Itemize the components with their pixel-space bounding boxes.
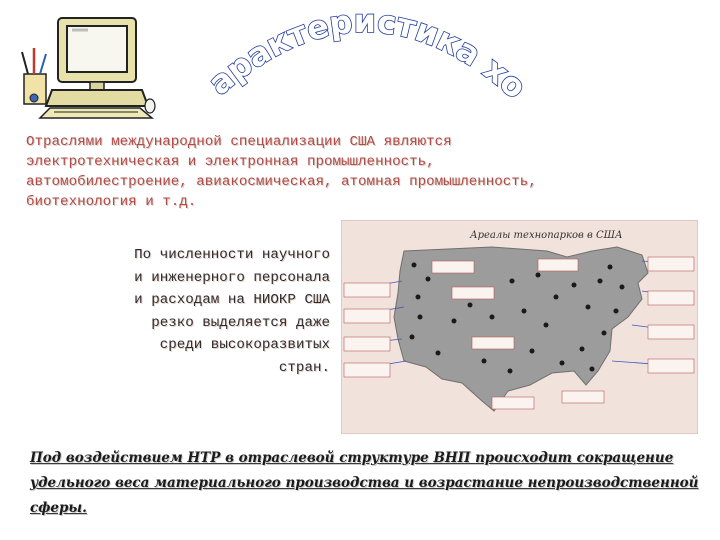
bottom-statement: Под воздействием НТР в отраслевой структ…	[30, 450, 699, 516]
title-text: Общая характеристика хозяйства.	[200, 2, 530, 106]
computer-clipart-icon	[21, 17, 156, 119]
technopark-map: Ареалы технопарков в США	[341, 220, 698, 434]
intro-paragraph: Отраслями международной специализации СШ…	[26, 134, 537, 210]
usa-map-icon	[343, 246, 695, 412]
map-title: Ареалы технопарков в США	[470, 230, 623, 241]
page-title: Общая характеристика хозяйства.	[200, 2, 530, 107]
research-note: По численности научного и инженерного пе…	[134, 247, 330, 376]
